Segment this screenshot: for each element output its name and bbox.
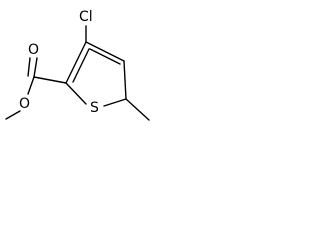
ester-oxygen-label: O [19, 96, 30, 112]
bond-s-c2 [65, 82, 87, 105]
molecule-structure: Cl S O O [5, 9, 150, 121]
bond-carbonyl-ester-o [27, 76, 35, 95]
bond-ester-o-methyl [5, 110, 21, 120]
bond-c2-c3 [65, 41, 87, 84]
bond-carbonyl-o-double [27, 57, 31, 77]
bond-c2-c3-double [72, 48, 90, 83]
chlorine-label: Cl [79, 9, 93, 25]
bond-carbonyl-o [33, 57, 38, 78]
carbonyl-oxygen-label: O [28, 42, 39, 58]
bond-c3-c4-double [89, 48, 121, 65]
bond-c5-methyl [125, 98, 150, 121]
bond-c2-carbonyl [33, 76, 67, 84]
bond-c4-c5 [123, 60, 127, 100]
sulfur-label: S [90, 100, 99, 116]
bond-c3-c4 [85, 41, 125, 62]
bond-c5-s [103, 98, 127, 107]
